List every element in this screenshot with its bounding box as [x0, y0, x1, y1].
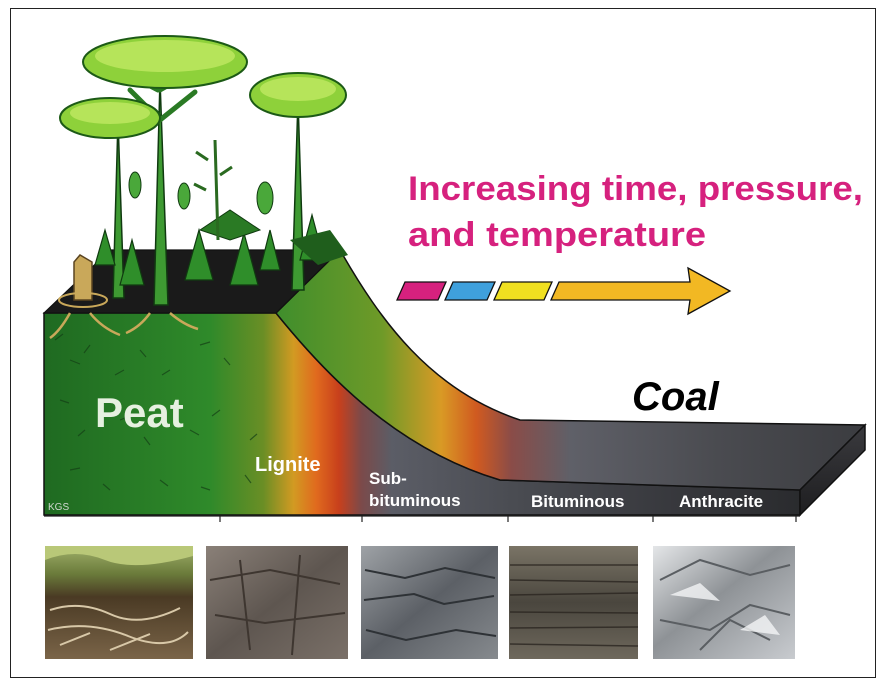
anthracite-label: Anthracite	[679, 492, 763, 511]
anthracite-photo	[653, 546, 795, 659]
headline-line-1: Increasing time, pressure,	[408, 170, 863, 208]
coal-label: Coal	[632, 375, 720, 419]
arrow-segment-yellow	[492, 281, 554, 301]
arrow-head-segment	[549, 266, 732, 316]
credit-label: KGS	[48, 502, 69, 513]
subbituminous-photo	[361, 546, 498, 659]
subbituminous-label-line-1: Sub-	[369, 469, 407, 488]
bituminous-label: Bituminous	[531, 492, 625, 511]
sample-photos	[45, 546, 795, 659]
coal-block-side	[799, 423, 866, 517]
stage-divider-ticks	[44, 515, 800, 522]
peat-texture	[54, 333, 258, 491]
lignite-label: Lignite	[255, 454, 321, 476]
peat-label: Peat	[95, 389, 184, 436]
arrow-segment-blue	[443, 281, 497, 301]
swamp-forest	[49, 35, 348, 340]
peat-photo	[45, 546, 193, 659]
headline-line-2: and temperature	[408, 216, 706, 254]
progression-arrow	[395, 266, 732, 316]
bituminous-photo	[509, 546, 639, 659]
arrow-segment-magenta	[395, 281, 448, 301]
subbituminous-label-line-2: bituminous	[369, 491, 461, 510]
lignite-photo	[206, 546, 348, 659]
